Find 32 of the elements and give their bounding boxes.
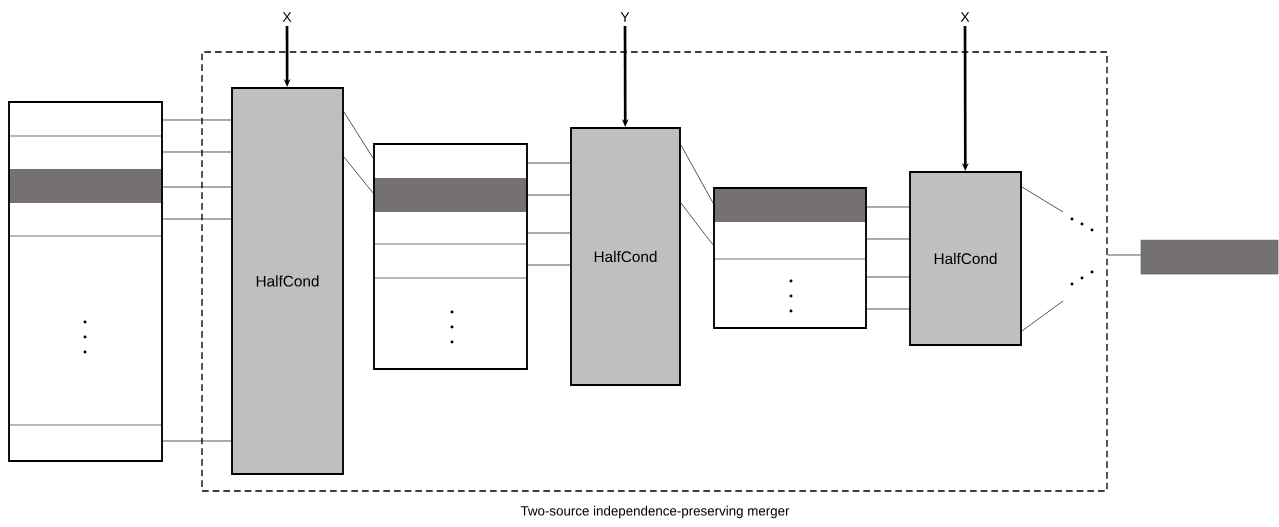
connector-line <box>162 186 232 188</box>
table-drawing <box>373 143 528 370</box>
connector-line <box>527 194 571 196</box>
connector-line <box>162 119 232 121</box>
box-label: Two-source independence-preserving merger <box>520 505 790 519</box>
connector-line <box>343 111 374 159</box>
connector-line <box>680 144 714 204</box>
connector-line <box>1107 254 1141 256</box>
connector-line <box>866 276 910 278</box>
connector-line <box>162 218 232 220</box>
input-label: Y <box>620 12 630 22</box>
connector-line <box>162 151 232 153</box>
connector-line <box>866 308 910 310</box>
input-label: X <box>960 12 970 22</box>
connector-line <box>343 156 374 194</box>
connector-line <box>527 232 571 234</box>
connector-line <box>866 206 910 208</box>
input-label: X <box>282 12 292 22</box>
connector-line <box>1021 186 1064 213</box>
halfcond-box: HalfCond <box>909 171 1022 346</box>
connector-line <box>527 162 571 164</box>
table-drawing <box>713 187 867 329</box>
table-drawing <box>8 101 163 462</box>
connector-line <box>527 264 571 266</box>
halfcond-box: HalfCond <box>570 127 681 386</box>
connector-line <box>1021 300 1064 332</box>
halfcond-box: HalfCond <box>231 87 344 475</box>
merger-box <box>201 51 1108 492</box>
connector-line <box>866 238 910 240</box>
connector-line <box>162 440 232 442</box>
output-bar <box>1140 239 1279 275</box>
connector-line <box>680 202 714 246</box>
